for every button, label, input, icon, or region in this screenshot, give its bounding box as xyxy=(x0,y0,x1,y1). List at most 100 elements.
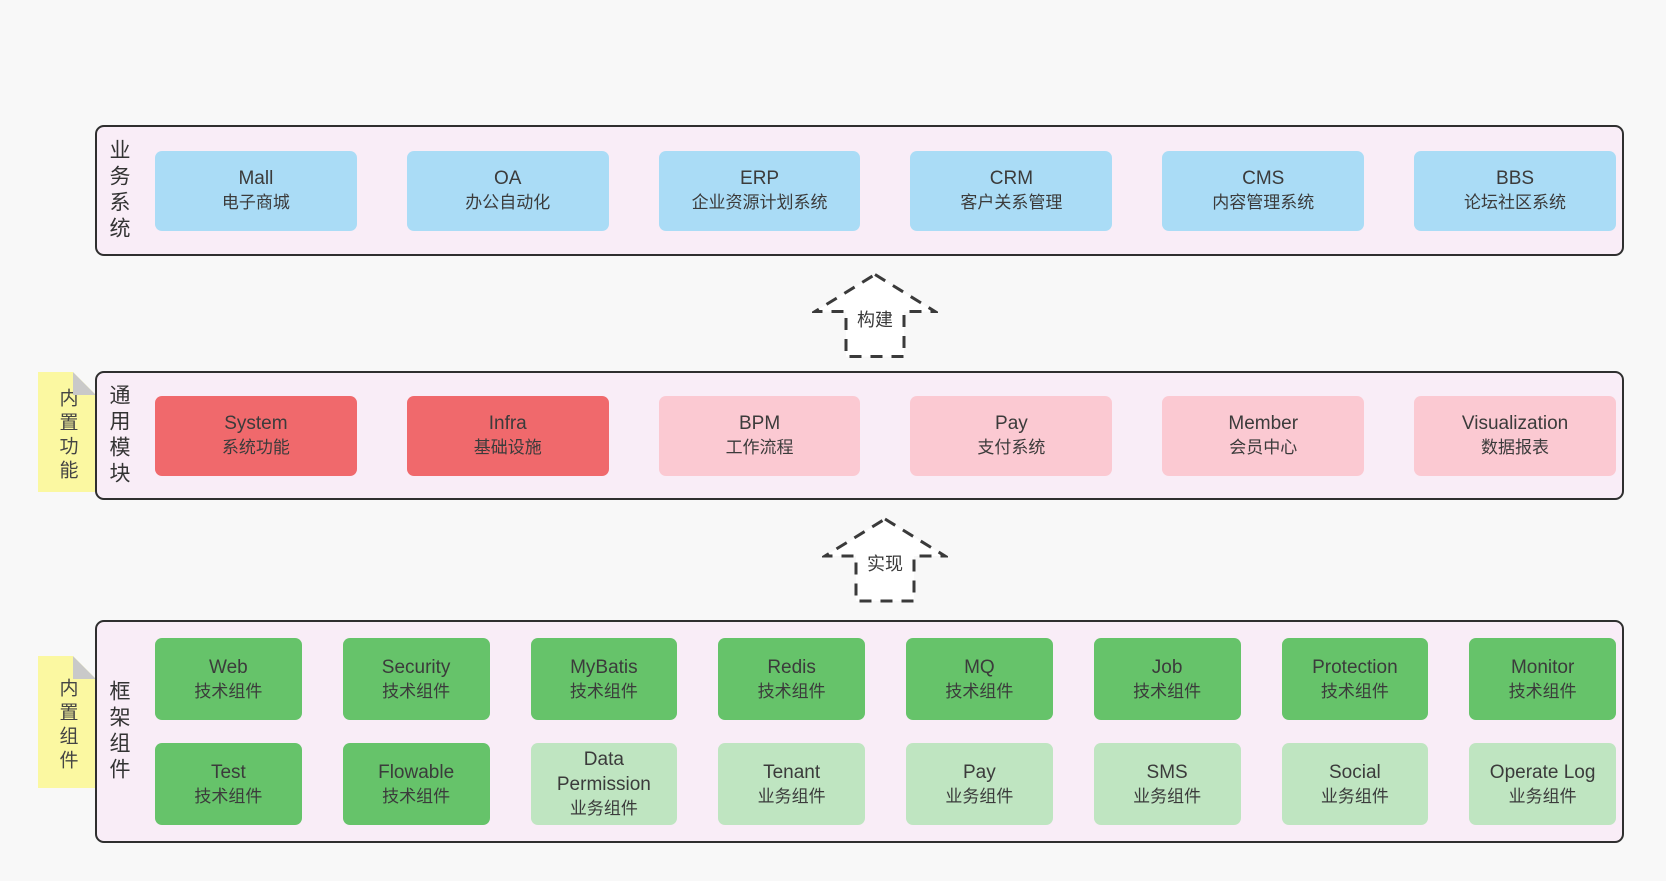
box-visualization: Visualization 数据报表 xyxy=(1414,395,1616,476)
box-subtitle: 技术组件 xyxy=(945,681,1014,701)
box-subtitle: 技术组件 xyxy=(382,786,451,806)
box-title: ERP xyxy=(740,168,780,189)
framework-components-panel: 框架组件 Web 技术组件 Security 技术组件 MyBatis 技术组件… xyxy=(95,620,1624,843)
box-web: Web 技术组件 xyxy=(155,638,302,720)
box-monitor: Monitor 技术组件 xyxy=(1469,638,1616,720)
box-subtitle: 业务组件 xyxy=(569,799,638,818)
box-mq: MQ 技术组件 xyxy=(906,638,1053,720)
box-infra: Infra 基础设施 xyxy=(406,395,609,476)
box-title: OA xyxy=(494,168,522,189)
built-in-functions-sticky: 内置功能 xyxy=(38,372,96,492)
box-subtitle: 业务组件 xyxy=(757,786,826,806)
box-title: Tenant xyxy=(763,761,821,783)
box-subtitle: 内容管理系统 xyxy=(1212,193,1315,212)
box-title: Visualization xyxy=(1461,413,1569,434)
panel-side-label: 框架组件 xyxy=(107,679,130,784)
box-title: Monitor xyxy=(1510,656,1575,678)
box-title: Job xyxy=(1151,656,1183,678)
box-title: BBS xyxy=(1496,168,1535,189)
box-subtitle: 系统功能 xyxy=(221,438,290,457)
box-subtitle: 技术组件 xyxy=(569,681,638,701)
box-subtitle: 业务组件 xyxy=(1133,786,1202,806)
box-title: Redis xyxy=(767,656,816,678)
box-system: System 系统功能 xyxy=(155,395,357,476)
box-subtitle: 企业资源计划系统 xyxy=(691,193,828,212)
box-pay: Pay 支付系统 xyxy=(910,395,1113,476)
box-title: Infra xyxy=(488,413,527,434)
box-title: CMS xyxy=(1242,168,1285,189)
box-title: Social xyxy=(1329,761,1381,783)
box-subtitle: 技术组件 xyxy=(1508,681,1577,701)
box-oa: OA 办公自动化 xyxy=(406,150,609,231)
box-cms: CMS 内容管理系统 xyxy=(1162,150,1365,231)
box-crm: CRM 客户关系管理 xyxy=(910,150,1113,231)
modules-row-area: System 系统功能 Infra 基础设施 BPM 工作流程 Pay 支付系统… xyxy=(155,373,1616,498)
box-title: Data Permission xyxy=(556,749,651,795)
box-subtitle: 业务组件 xyxy=(1320,786,1389,806)
components-row-2: Test 技术组件 Flowable 技术组件 Data Permission … xyxy=(155,743,1616,825)
box-subtitle: 技术组件 xyxy=(1320,681,1389,701)
sticky-label: 内置功能 xyxy=(56,388,78,484)
implement-arrow: 实现 xyxy=(822,516,948,604)
box-title: Protection xyxy=(1312,656,1398,678)
box-protection: Protection 技术组件 xyxy=(1281,638,1429,720)
box-subtitle: 技术组件 xyxy=(194,786,263,806)
box-bbs: BBS 论坛社区系统 xyxy=(1414,150,1616,231)
business-row: Mall 电子商城 OA 办公自动化 ERP 企业资源计划系统 CRM 客户关系… xyxy=(155,150,1616,231)
box-title: Flowable xyxy=(378,761,455,783)
business-row-area: Mall 电子商城 OA 办公自动化 ERP 企业资源计划系统 CRM 客户关系… xyxy=(155,127,1616,254)
box-title: Web xyxy=(209,656,248,678)
box-flowable: Flowable 技术组件 xyxy=(342,743,490,825)
box-subtitle: 技术组件 xyxy=(382,681,451,701)
box-subtitle: 技术组件 xyxy=(1133,681,1202,701)
arrow-label: 实现 xyxy=(864,549,906,578)
box-job: Job 技术组件 xyxy=(1093,638,1241,720)
box-subtitle: 电子商城 xyxy=(221,193,290,212)
box-security: Security 技术组件 xyxy=(342,638,490,720)
box-title: Pay xyxy=(995,413,1028,434)
box-mall: Mall 电子商城 xyxy=(155,150,357,231)
box-title: Security xyxy=(381,656,451,678)
box-erp: ERP 企业资源计划系统 xyxy=(658,150,861,231)
components-row-1: Web 技术组件 Security 技术组件 MyBatis 技术组件 Redi… xyxy=(155,638,1616,720)
box-title: MQ xyxy=(964,656,995,678)
folded-corner xyxy=(73,656,96,679)
box-subtitle: 客户关系管理 xyxy=(960,193,1063,212)
box-bpm: BPM 工作流程 xyxy=(658,395,861,476)
panel-side-label: 业务系统 xyxy=(107,138,130,243)
box-pay-biz: Pay 业务组件 xyxy=(906,743,1053,825)
business-systems-panel: 业务系统 Mall 电子商城 OA 办公自动化 ERP 企业资源计划系统 CRM… xyxy=(95,125,1624,256)
box-redis: Redis 技术组件 xyxy=(718,638,865,720)
sticky-label: 内置组件 xyxy=(56,678,78,774)
box-member: Member 会员中心 xyxy=(1162,395,1365,476)
common-modules-panel: 通用模块 System 系统功能 Infra 基础设施 BPM 工作流程 Pay… xyxy=(95,371,1624,500)
box-tenant: Tenant 业务组件 xyxy=(718,743,865,825)
box-subtitle: 业务组件 xyxy=(945,786,1014,806)
box-title: BPM xyxy=(738,413,781,434)
box-subtitle: 数据报表 xyxy=(1481,438,1550,457)
box-title: CRM xyxy=(989,168,1034,189)
box-subtitle: 技术组件 xyxy=(757,681,826,701)
box-subtitle: 办公自动化 xyxy=(465,193,551,212)
box-subtitle: 支付系统 xyxy=(977,438,1046,457)
box-subtitle: 工作流程 xyxy=(725,438,794,457)
build-arrow: 构建 xyxy=(812,271,938,360)
box-operate-log: Operate Log 业务组件 xyxy=(1469,743,1616,825)
box-title: Member xyxy=(1228,413,1299,434)
box-subtitle: 业务组件 xyxy=(1508,786,1577,806)
box-subtitle: 技术组件 xyxy=(194,681,263,701)
box-title: MyBatis xyxy=(570,656,638,678)
box-title: SMS xyxy=(1146,761,1188,783)
modules-row: System 系统功能 Infra 基础设施 BPM 工作流程 Pay 支付系统… xyxy=(155,395,1616,476)
components-row-area: Web 技术组件 Security 技术组件 MyBatis 技术组件 Redi… xyxy=(155,622,1616,841)
box-data-permission: Data Permission 业务组件 xyxy=(530,743,678,825)
box-title: Mall xyxy=(238,168,274,189)
folded-corner xyxy=(73,372,96,395)
box-title: Test xyxy=(210,761,246,783)
box-test: Test 技术组件 xyxy=(155,743,302,825)
box-sms: SMS 业务组件 xyxy=(1093,743,1241,825)
box-title: Operate Log xyxy=(1489,761,1596,783)
box-mybatis: MyBatis 技术组件 xyxy=(530,638,678,720)
box-title: Pay xyxy=(963,761,996,783)
